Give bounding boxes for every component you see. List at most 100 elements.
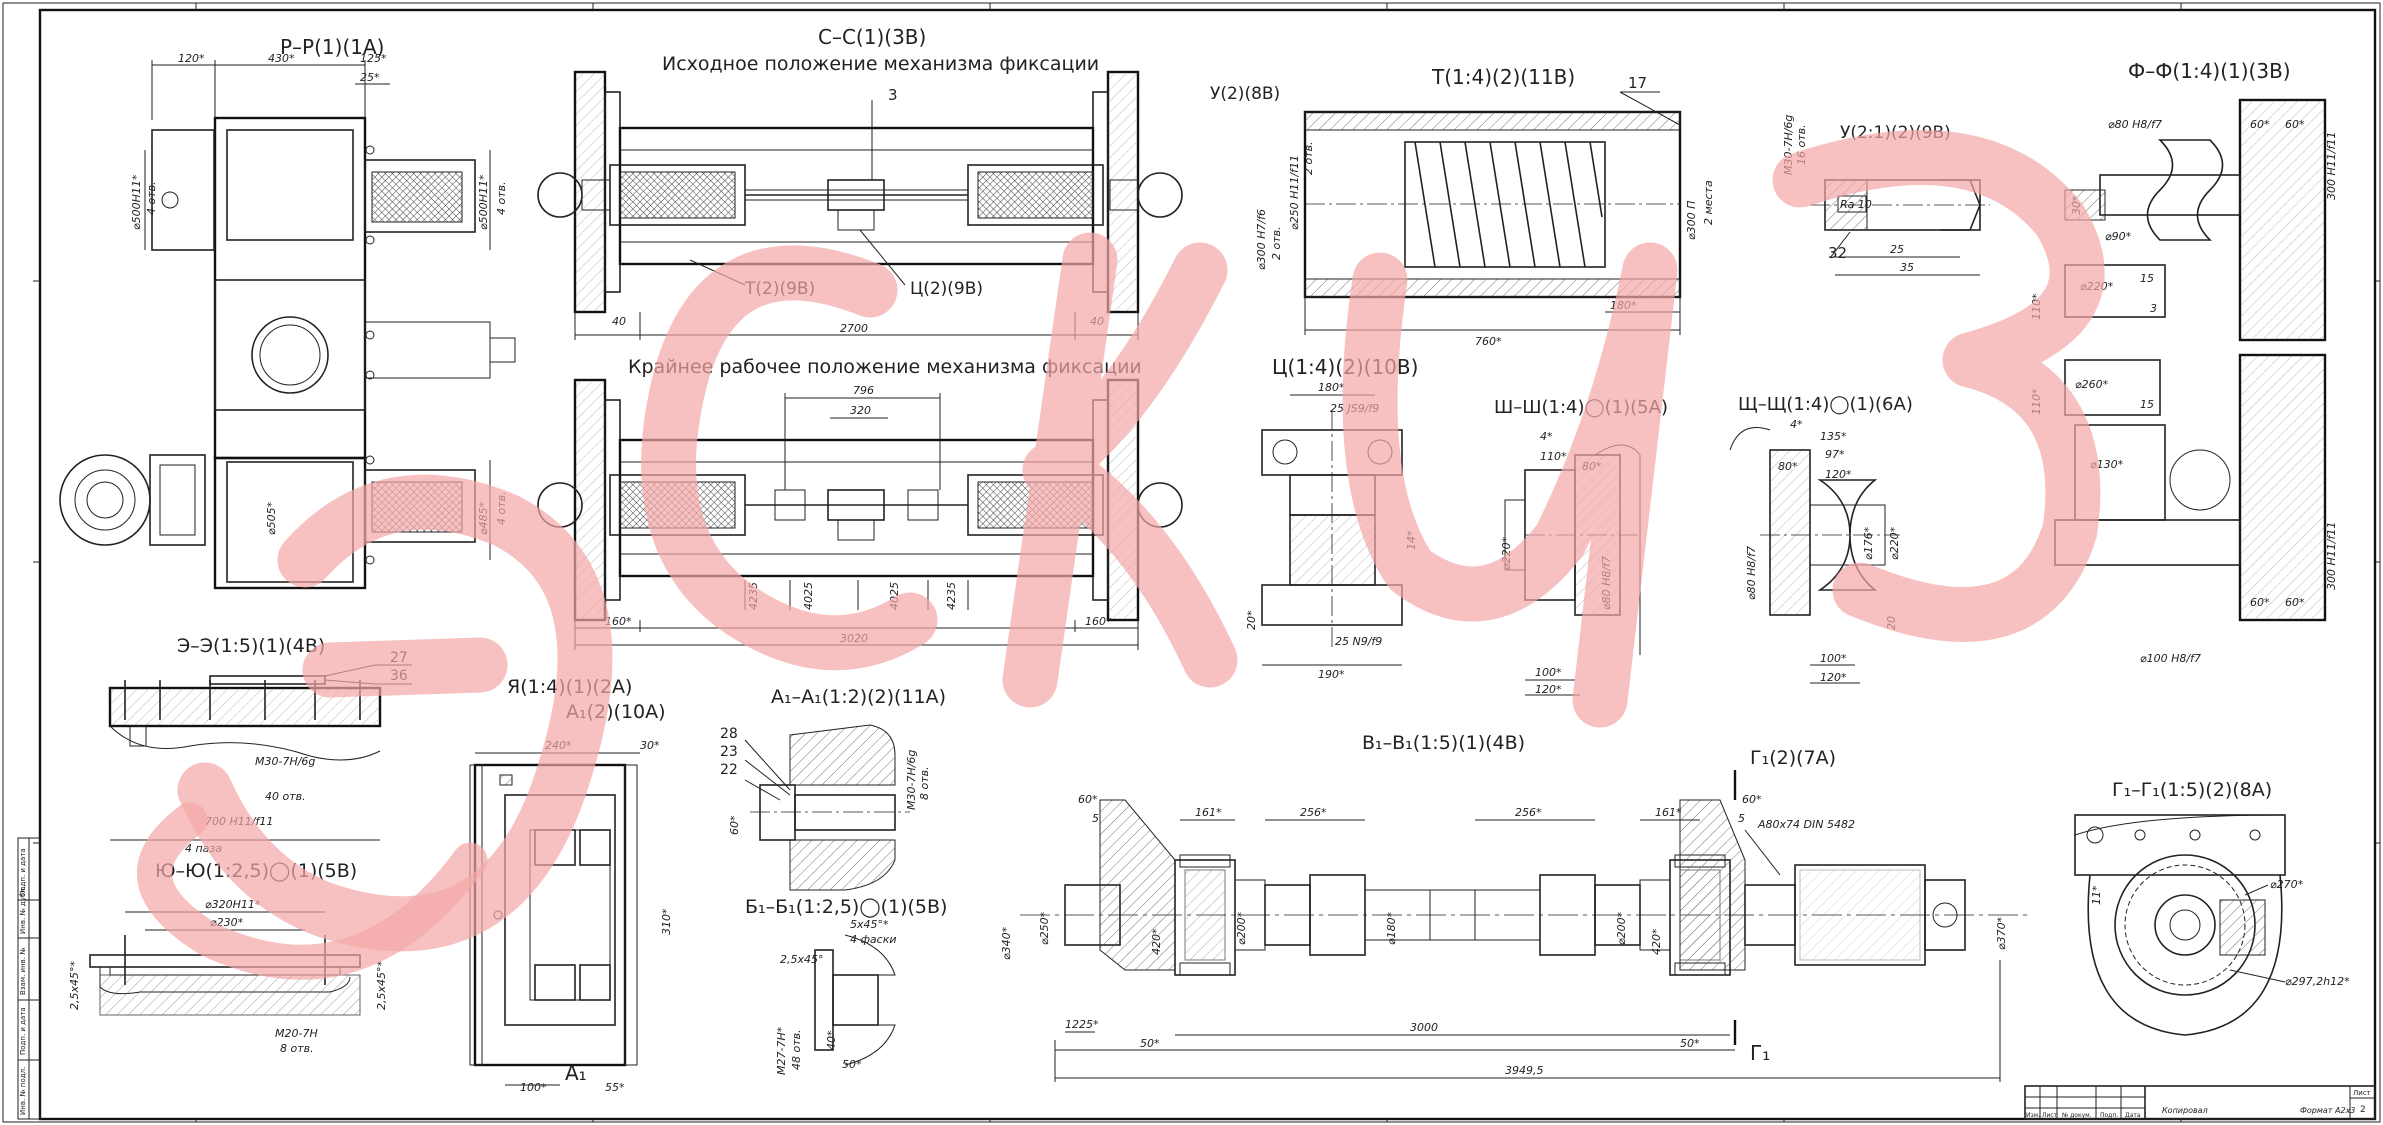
dim-50-b1: 50* [842, 1058, 862, 1071]
dim-60-lower-a: 60* [2250, 596, 2270, 609]
view-yuyu: Ю–Ю(1:2,5)◯(1)(5В) ⌀320H11* ⌀230* 2,5х45… [68, 860, 388, 1055]
dim-4235-right: 4235 [945, 582, 958, 610]
title-ff: Ф–Ф(1:4)(1)(3В) [2128, 59, 2291, 83]
margin-label-0: Инв. № подл. [19, 1067, 27, 1115]
tb-h3: № докум. [2062, 1112, 2092, 1119]
dim-161-left: 161* [1195, 806, 1222, 819]
callout-a1: А₁ [565, 1061, 587, 1085]
dim-2mesta: 2 места [1702, 180, 1715, 225]
dim-11: 11* [2090, 885, 2103, 905]
callout-g1: Г₁ [1750, 1041, 1770, 1065]
dim-340: ⌀340* [1000, 926, 1013, 960]
dim-30-ya: 30* [640, 739, 660, 752]
watermark-underline [137, 802, 488, 980]
title-ee: Э–Э(1:5)(1)(4В) [177, 635, 325, 657]
dim-220-shch: ⌀220* [1888, 526, 1901, 560]
dim-100h8: ⌀100 H8/f7 [2140, 652, 2201, 665]
dim-2otv-t: 2 отв. [1270, 226, 1283, 260]
dim-60-lower-b: 60* [2285, 596, 2305, 609]
callout-3: 3 [888, 86, 898, 104]
dim-ra10: Ra 10 [1840, 198, 1872, 211]
dim-4-shch: 4* [1790, 418, 1803, 431]
dim-40otv: 40 отв. [265, 790, 306, 803]
dim-55: 55* [605, 1081, 625, 1094]
dim-8otv-a1: 8 отв. [918, 766, 931, 800]
dim-60-upper-a: 60* [2250, 118, 2270, 131]
dim-4otv-right: 4 отв. [495, 181, 508, 215]
dim-5-right: 5 [1738, 812, 1745, 825]
dim-4faski: 4 фаски [850, 933, 896, 946]
dim-505: ⌀505* [265, 501, 278, 535]
title-u8: У(2)(8В) [1210, 84, 1280, 104]
dim-110-sh: 110* [1540, 450, 1567, 463]
margin-label-1: Подп. и дата [19, 1007, 27, 1055]
dim-270: ⌀270* [2270, 878, 2304, 891]
subtitle-work: Крайнее рабочее положение механизма фикс… [628, 356, 1142, 378]
dim-90: ⌀90* [2105, 230, 2132, 243]
dim-120-sh: 120* [1535, 683, 1562, 696]
dim-100-ya: 100* [520, 1081, 547, 1094]
dim-160-left: 160* [605, 615, 632, 628]
dim-161-right: 161* [1655, 806, 1682, 819]
watermark-letter-i [1342, 242, 1678, 728]
watermark-text: ЭСКИЗ [1190, 1059, 1194, 1061]
title-t14: Т(1:4)(2)(11В) [1431, 65, 1575, 89]
dim-200-right: ⌀200* [1615, 911, 1628, 945]
dim-300h11-upper: 300 H11/f11 [2325, 132, 2338, 200]
title-g1: Г₁(2)(7А) [1750, 747, 1836, 769]
dim-m30-a1: М30-7Н/6g [905, 750, 918, 810]
dim-420-right: 420* [1650, 928, 1663, 955]
dim-2545-right: 2,5х45°* [375, 960, 388, 1010]
dim-320: 320 [850, 404, 871, 417]
tb-list: Лист [2353, 1089, 2371, 1097]
dim-97: 97* [1825, 448, 1845, 461]
callout-28: 28 [720, 726, 738, 742]
tb-h4: Подп. [2100, 1112, 2118, 1119]
dim-35: 35 [1900, 261, 1914, 274]
tb-h2: Лист [2042, 1112, 2058, 1119]
view-shch: Щ–Щ(1:4)◯(1)(6А) 4* 135* 80* 97* 120* ⌀1… [1729, 394, 1913, 684]
margin-stamp: Инв. № подл. Подп. и дата Взам. инв. № И… [17, 837, 41, 1120]
dim-20-c: 20* [1245, 610, 1258, 630]
dim-120-shch: 120* [1825, 468, 1852, 481]
dim-15-upper: 15 [2140, 272, 2154, 285]
dim-430: 430* [268, 52, 295, 65]
title-ss: С–С(1)(3В) [818, 25, 926, 49]
view-g1g1: Г₁–Г₁(1:5)(2)(8А) 11* ⌀270* ⌀297,2h12* [2074, 779, 2350, 1036]
callout-17: 17 [1628, 74, 1647, 92]
dim-320h11: ⌀320H11* [205, 898, 261, 911]
dim-256-right: 256* [1515, 806, 1542, 819]
dim-m30-ee: М30-7Н/6g [255, 755, 315, 768]
watermark-letter-e [177, 474, 613, 952]
dim-4025-left: 4025 [802, 582, 815, 610]
dim-297: ⌀297,2h12* [2285, 975, 2350, 988]
watermark-letter-k [1002, 232, 1238, 708]
title-a1a1: А₁–А₁(1:2)(2)(11А) [771, 686, 946, 708]
dim-180-c: 180* [1318, 381, 1345, 394]
dim-3-upper: 3 [2150, 302, 2157, 315]
dim-5-left: 5 [1092, 812, 1099, 825]
dim-2otv-t2: 2 отв. [1302, 141, 1315, 175]
dim-420-left: 420* [1150, 928, 1163, 955]
dim-120-shch-b: 120* [1820, 671, 1847, 684]
dim-m27: М27-7Н* [775, 1026, 788, 1075]
tb-sheet-number: 2 [2360, 1105, 2366, 1115]
dim-3000: 3000 [1410, 1021, 1438, 1034]
tb-kopir: Копировал [2162, 1106, 2208, 1115]
dim-500h11-right: ⌀500H11* [477, 174, 490, 230]
callout-32: 32 [1828, 244, 1847, 262]
tb-h1: Изм. [2026, 1112, 2040, 1119]
dim-256-left: 256* [1300, 806, 1327, 819]
dim-25-u21: 25 [1890, 243, 1904, 256]
dim-2545-left: 2,5х45°* [68, 960, 81, 1010]
dim-shaft-spline: А80х74 DIN 5482 [1757, 818, 1855, 831]
dim-125: 125* [360, 52, 387, 65]
dim-250h11: ⌀250 H11/f11 [1288, 155, 1301, 230]
callout-c29: Ц(2)(9В) [910, 279, 983, 299]
dim-60-a1: 60* [728, 815, 741, 835]
dim-m20: М20-7Н [275, 1027, 318, 1040]
dim-50-left: 50* [1140, 1037, 1160, 1050]
dim-200-left: ⌀200* [1235, 911, 1248, 945]
dim-545b: 2,5х45° [780, 953, 824, 966]
